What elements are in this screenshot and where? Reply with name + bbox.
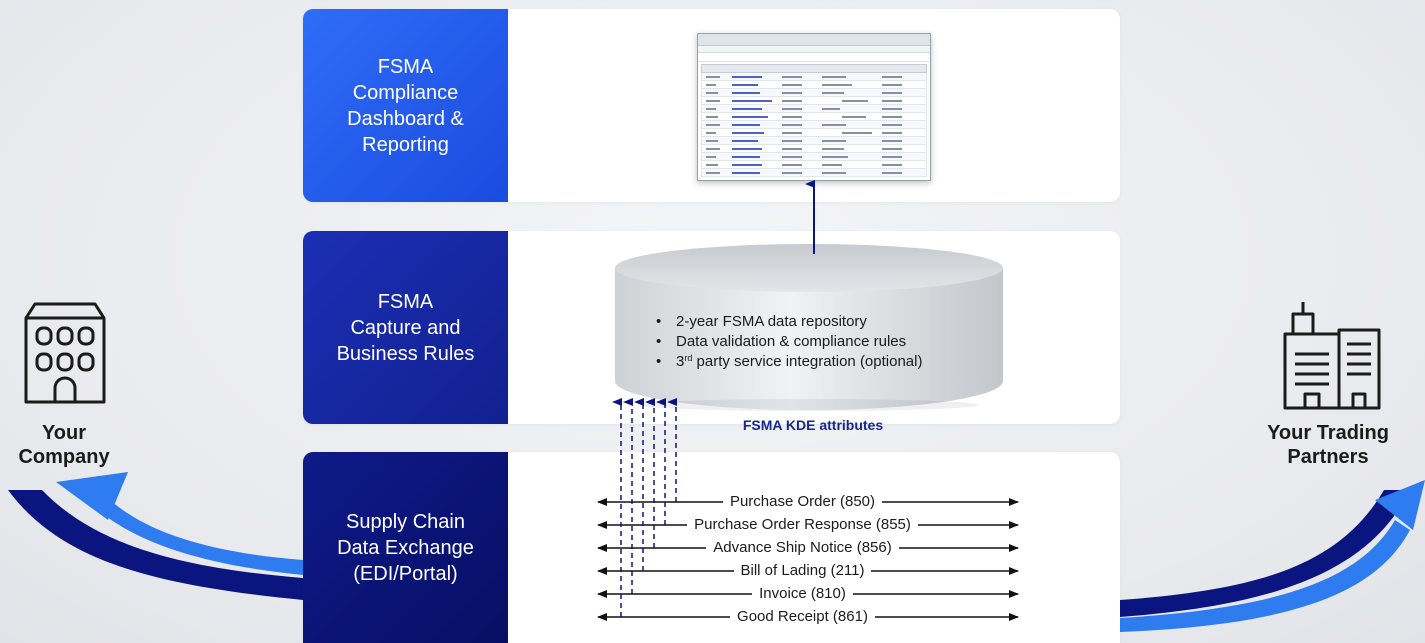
repository-feature-item: 2-year FSMA data repository xyxy=(652,312,992,332)
building-icon xyxy=(24,302,106,404)
report-grid-row xyxy=(701,97,927,105)
exchange-tier-text: Supply Chain Data Exchange (EDI/Portal) xyxy=(337,510,474,585)
outbound-swoosh-left xyxy=(8,490,303,600)
browser-chrome xyxy=(698,34,930,46)
dashboard-tier-text: FSMA Compliance Dashboard & Reporting xyxy=(347,55,464,156)
your-company-text: Your Company xyxy=(18,422,110,468)
report-grid-row xyxy=(701,161,927,169)
your-trading-partners-label: Your Trading Partners xyxy=(1238,421,1418,469)
report-toolbar xyxy=(698,53,930,62)
repository-feature-item: Data validation & compliance rules xyxy=(652,332,992,352)
office-towers-icon xyxy=(1283,302,1381,410)
repository-feature-list: 2-year FSMA data repository Data validat… xyxy=(652,312,992,372)
message-arrows xyxy=(597,498,1019,621)
report-grid-row xyxy=(701,73,927,81)
report-grid-row xyxy=(701,113,927,121)
repository-feature-text: party service integration (optional) xyxy=(692,353,923,370)
capture-tier-text: FSMA Capture and Business Rules xyxy=(336,290,475,365)
dashboard-screenshot xyxy=(697,33,931,181)
repository-feature-text: 3 xyxy=(676,353,685,370)
exchange-tier-label: Supply Chain Data Exchange (EDI/Portal) xyxy=(303,452,508,643)
report-grid-row xyxy=(701,169,927,177)
report-grid xyxy=(701,64,927,177)
kde-attributes-label: FSMA KDE attributes xyxy=(742,417,884,433)
report-grid-row xyxy=(701,121,927,129)
report-grid-row xyxy=(701,145,927,153)
your-company-label: Your Company xyxy=(0,421,128,469)
ordinal-suffix: rd xyxy=(684,353,693,363)
your-trading-partners-text: Your Trading Partners xyxy=(1267,422,1389,468)
report-grid-row xyxy=(701,137,927,145)
report-grid-row xyxy=(701,129,927,137)
kde-uplinks xyxy=(612,398,677,617)
inbound-arrowhead-right xyxy=(1375,480,1425,530)
browser-url-bar xyxy=(698,46,930,53)
report-grid-row xyxy=(701,153,927,161)
inbound-swoosh-left xyxy=(88,500,303,575)
report-grid-row xyxy=(701,105,927,113)
capture-tier-label: FSMA Capture and Business Rules xyxy=(303,231,508,424)
report-grid-header xyxy=(701,64,927,73)
inbound-swoosh-right xyxy=(1120,520,1410,632)
report-grid-row xyxy=(701,89,927,97)
repository-feature-item: 3rd party service integration (optional) xyxy=(652,352,992,372)
report-grid-row xyxy=(701,81,927,89)
dashboard-tier-label: FSMA Compliance Dashboard & Reporting xyxy=(303,9,508,202)
inbound-arrowhead-left xyxy=(56,472,128,520)
